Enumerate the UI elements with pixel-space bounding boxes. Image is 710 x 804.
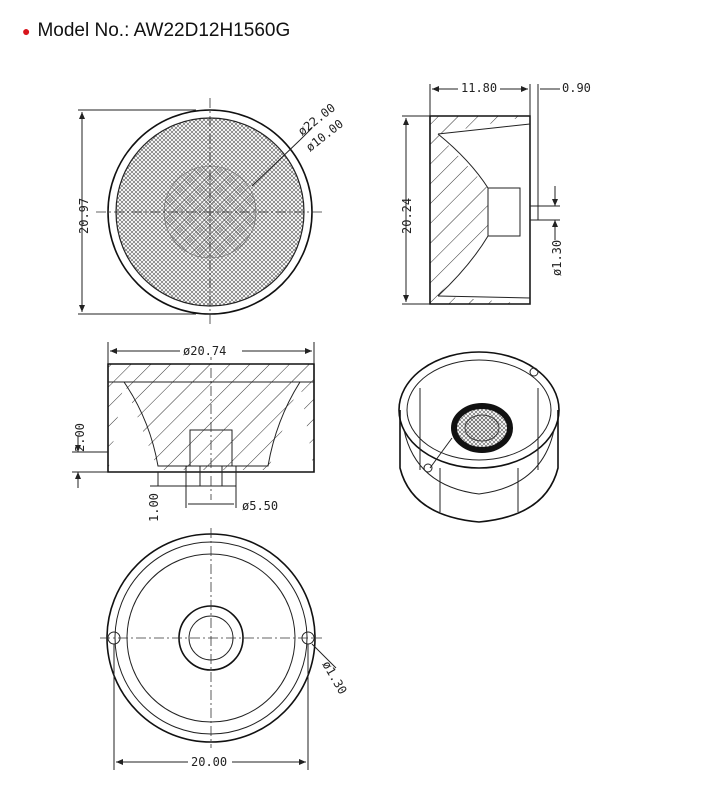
side-height-label: 20.24 <box>400 198 414 234</box>
top-diameter-label: ø20.74 <box>183 344 226 358</box>
pin-drop-label: 1.00 <box>147 493 161 522</box>
isometric-view <box>398 351 560 523</box>
pin-length-label: 0.90 <box>562 81 591 95</box>
front-view: ø22.00 ø10.00 20.97 <box>77 98 346 326</box>
length-label: 11.80 <box>461 81 497 95</box>
step-label: 2.00 <box>73 423 87 452</box>
model-number-heading: ● Model No.: AW22D12H1560G <box>22 20 290 42</box>
base-width-label: 20.00 <box>191 755 227 769</box>
front-height-label: 20.97 <box>77 198 91 234</box>
middle-section-view: ø20.74 2.00 1.00 ø5.50 <box>72 342 315 522</box>
bottom-pin-diameter-label: ø1.30 <box>319 659 349 697</box>
bottom-diameter-label: ø5.50 <box>242 499 278 513</box>
bottom-view: ø1.30 20.00 <box>100 528 350 770</box>
bullet-icon: ● <box>22 23 31 39</box>
side-pin-diameter-label: ø1.30 <box>550 240 564 276</box>
model-number-text: Model No.: AW22D12H1560G <box>37 20 291 41</box>
side-section-view: 11.80 0.90 20.24 ø1.30 <box>400 80 591 305</box>
